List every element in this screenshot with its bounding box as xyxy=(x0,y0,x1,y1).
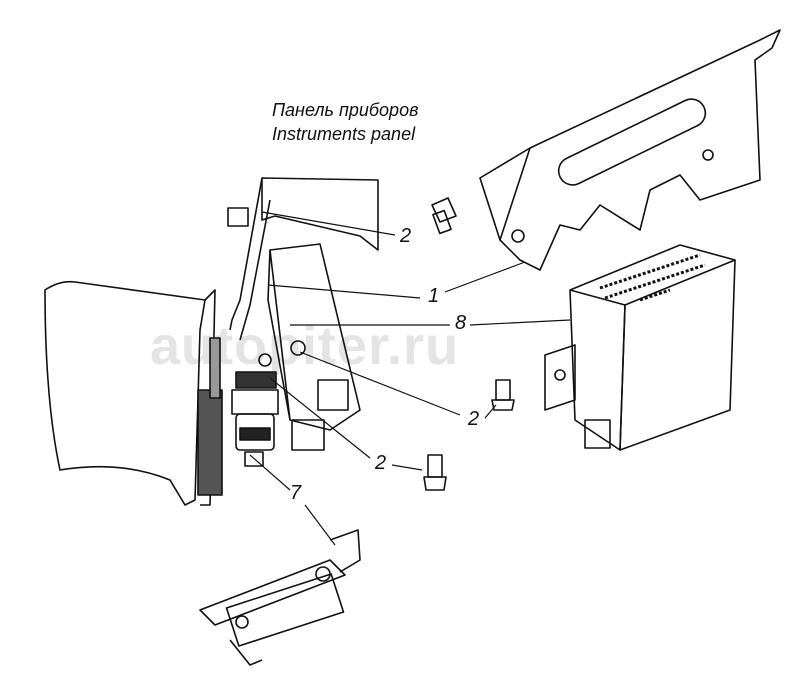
relay-bracket xyxy=(267,243,361,451)
switch-assembly xyxy=(231,353,279,467)
control-module xyxy=(544,244,736,451)
top-bracket xyxy=(479,29,781,271)
panel-label-en: Instruments panel xyxy=(272,124,416,144)
dash-cover xyxy=(44,280,223,506)
relay-7 xyxy=(199,529,361,666)
callout-7: 7 xyxy=(290,482,302,504)
callout-1: 1 xyxy=(428,285,440,307)
callout-2-top: 2 xyxy=(400,225,412,247)
panel-label-ru: Панель приборов xyxy=(272,100,419,120)
callout-8: 8 xyxy=(455,312,467,334)
instrument-panel xyxy=(227,177,379,341)
callout-2-lower: 2 xyxy=(375,452,387,474)
callout-2-mid: 2 xyxy=(468,408,480,430)
leader-lines xyxy=(249,211,571,546)
bolts xyxy=(423,197,515,491)
